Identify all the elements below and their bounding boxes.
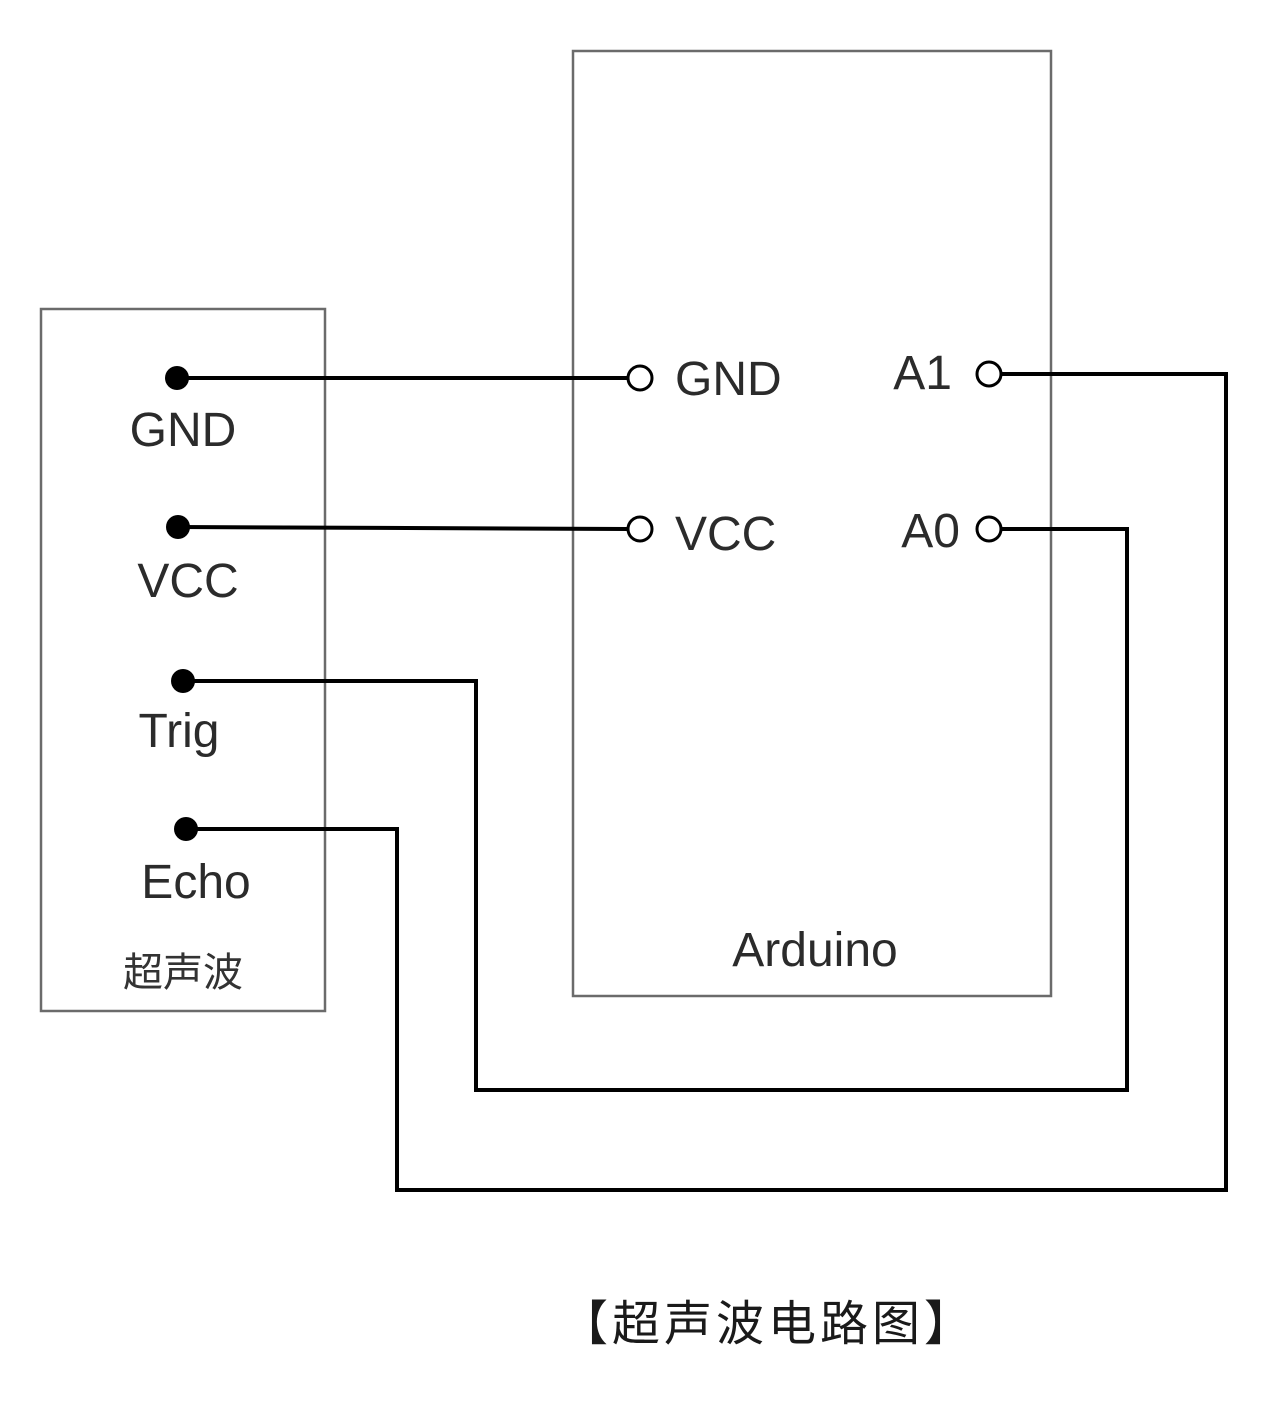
arduino-board-box (571, 49, 1053, 998)
sensor-title: 超声波 (123, 950, 243, 996)
diagram-caption: 【超声波电路图】 (560, 1296, 976, 1352)
arduino-pin-vcc (626, 515, 654, 543)
sensor-label-vcc: VCC (137, 555, 238, 608)
arduino-title: Arduino (732, 924, 897, 977)
arduino-label-a1: A1 (893, 347, 952, 400)
sensor-module-box (39, 307, 327, 1013)
sensor-label-trig: Trig (139, 705, 220, 758)
sensor-pin-gnd (165, 366, 189, 390)
sensor-pin-echo (174, 817, 198, 841)
sensor-pin-vcc (166, 515, 190, 539)
wire-echo-a1 (186, 372, 1228, 1192)
sensor-pin-trig (171, 669, 195, 693)
arduino-label-a0: A0 (901, 505, 960, 558)
arduino-label-vcc: VCC (675, 508, 776, 561)
wire-trig-a0 (183, 527, 1129, 1092)
arduino-label-gnd: GND (675, 353, 782, 406)
arduino-pin-a0 (975, 515, 1003, 543)
arduino-pin-a1 (975, 360, 1003, 388)
sensor-label-echo: Echo (141, 856, 250, 909)
wire-vcc (177, 525, 628, 531)
arduino-pin-gnd (626, 364, 654, 392)
sensor-label-gnd: GND (130, 404, 237, 457)
